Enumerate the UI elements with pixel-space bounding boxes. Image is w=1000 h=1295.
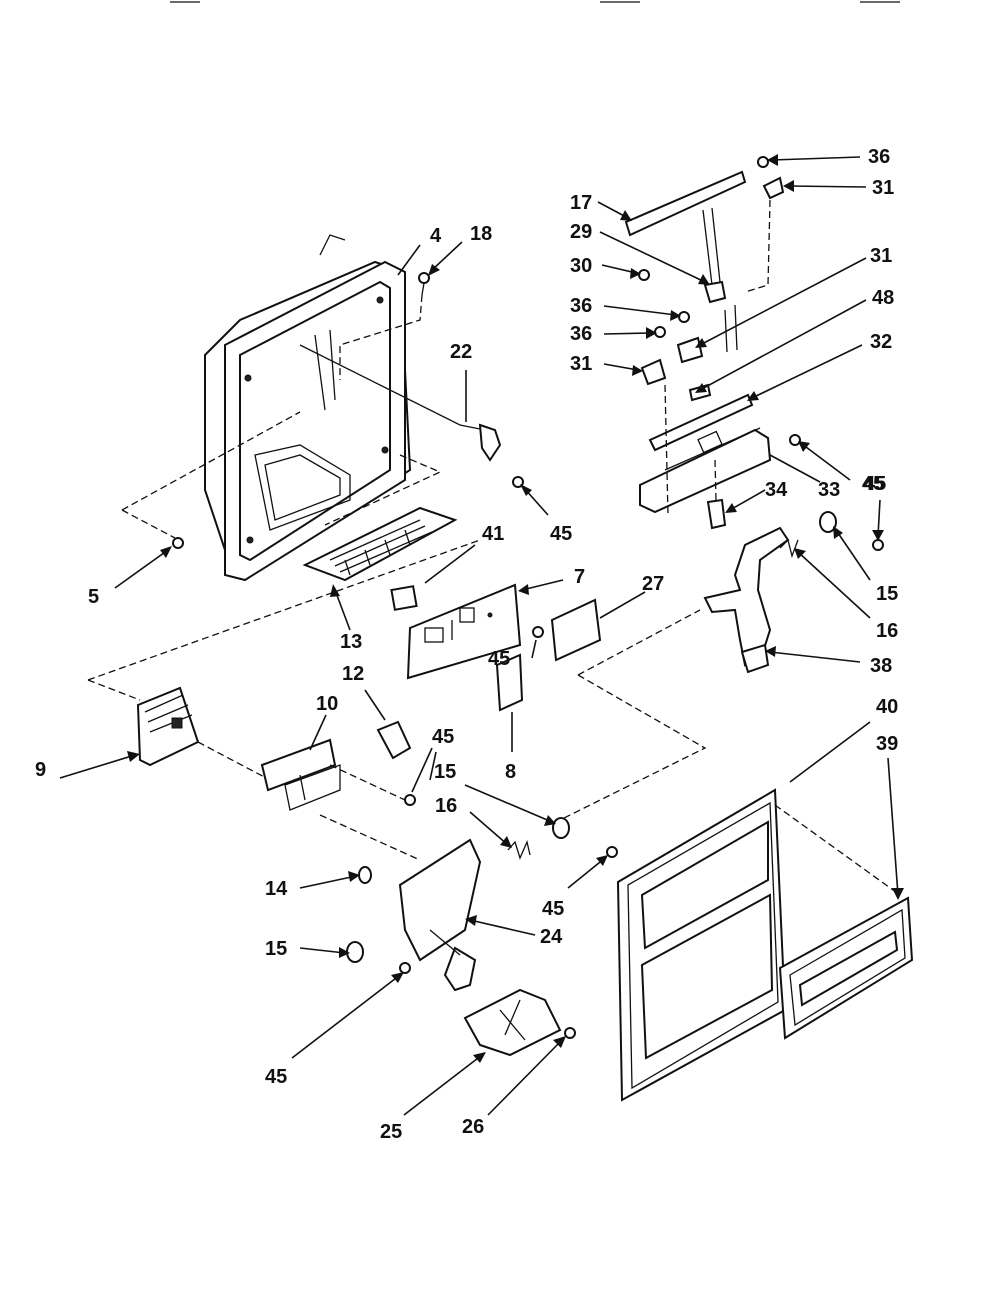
label-41: 41	[482, 523, 504, 545]
grille-13	[302, 506, 458, 582]
label-45-c: 45	[488, 648, 510, 670]
label-5: 5	[88, 586, 99, 608]
bracket-10	[260, 738, 341, 811]
label-33: 33	[818, 479, 840, 501]
label-38: 38	[870, 655, 892, 677]
switch-27	[550, 598, 602, 662]
pin-14	[358, 866, 372, 884]
dash-18	[339, 294, 423, 380]
dispenser-housing	[204, 234, 412, 582]
screw-45b	[532, 626, 544, 638]
label-22: 22	[450, 341, 472, 363]
rod-29	[702, 207, 727, 304]
screw-45g	[872, 539, 884, 551]
screw-26	[564, 1027, 576, 1039]
label-10: 10	[316, 693, 338, 715]
arm-38	[703, 526, 790, 674]
screw-18	[418, 272, 430, 296]
label-27: 27	[642, 573, 664, 595]
label-31-c: 31	[570, 353, 592, 375]
lever-22	[299, 344, 502, 462]
label-31-a: 31	[872, 177, 894, 199]
bushing-15b	[346, 941, 364, 963]
label-31-b: 31	[870, 245, 892, 267]
bushing-15a	[552, 817, 570, 839]
label-9: 9	[35, 759, 46, 781]
label-45-g: 45	[864, 473, 886, 495]
bar-17	[624, 170, 747, 237]
label-26: 26	[462, 1116, 484, 1138]
screw-36a	[757, 156, 769, 168]
cup-25	[463, 988, 562, 1057]
label-14: 14	[265, 878, 288, 900]
label-15-a: 15	[434, 761, 456, 783]
label-45-e: 45	[265, 1066, 287, 1088]
label-4: 4	[430, 225, 442, 247]
screw-36b	[678, 311, 690, 323]
label-7: 7	[574, 566, 585, 588]
screw-45f	[789, 434, 801, 446]
label-40: 40	[876, 696, 898, 718]
label-36-c: 36	[570, 323, 592, 345]
screw-36c	[654, 326, 666, 338]
clip-31b	[676, 336, 704, 364]
label-34: 34	[765, 479, 788, 501]
label-12: 12	[342, 663, 364, 685]
label-45-f: 45	[862, 473, 884, 495]
coupler-12	[376, 720, 412, 760]
label-45-a: 45	[550, 523, 572, 545]
label-41	[390, 585, 418, 611]
leader-lines	[59, 154, 904, 1116]
bushing-15c	[819, 511, 837, 533]
label-13: 13	[340, 631, 362, 653]
label-17: 17	[570, 192, 592, 214]
label-39: 39	[876, 733, 898, 755]
label-24: 24	[540, 926, 563, 948]
screw-5	[172, 537, 184, 549]
door-panel-40	[616, 788, 787, 1102]
door-trim-39	[778, 896, 914, 1040]
screw-45c	[404, 794, 416, 806]
channel-33	[639, 427, 772, 514]
label-45-d: 45	[542, 898, 564, 920]
label-8: 8	[505, 761, 516, 783]
screw-45d	[606, 846, 618, 858]
cover-9	[136, 686, 200, 767]
label-32: 32	[870, 331, 892, 353]
screw-30	[638, 269, 650, 281]
clip-31a	[762, 176, 785, 200]
plug-34	[706, 498, 727, 530]
plate-8	[495, 653, 524, 712]
label-15-c: 15	[876, 583, 898, 605]
label-29: 29	[570, 221, 592, 243]
label-15-b: 15	[265, 938, 287, 960]
clip-31c	[640, 358, 667, 386]
part-labels: 4 18 22 45 5 41 7 13 12 10 45 9 45 15 8 …	[35, 146, 898, 1143]
label-16-a: 16	[435, 795, 457, 817]
label-18: 18	[470, 223, 492, 245]
label-36-a: 36	[868, 146, 890, 168]
label-36-b: 36	[570, 295, 592, 317]
control-panel-7	[406, 583, 522, 680]
label-16-b: 16	[876, 620, 898, 642]
label-48: 48	[872, 287, 894, 309]
spring-16a	[507, 839, 531, 860]
label-45-b: 45	[432, 726, 454, 748]
label-30: 30	[570, 255, 592, 277]
label-25: 25	[380, 1121, 402, 1143]
screw-45e	[399, 962, 411, 974]
actuator-24	[398, 838, 482, 992]
